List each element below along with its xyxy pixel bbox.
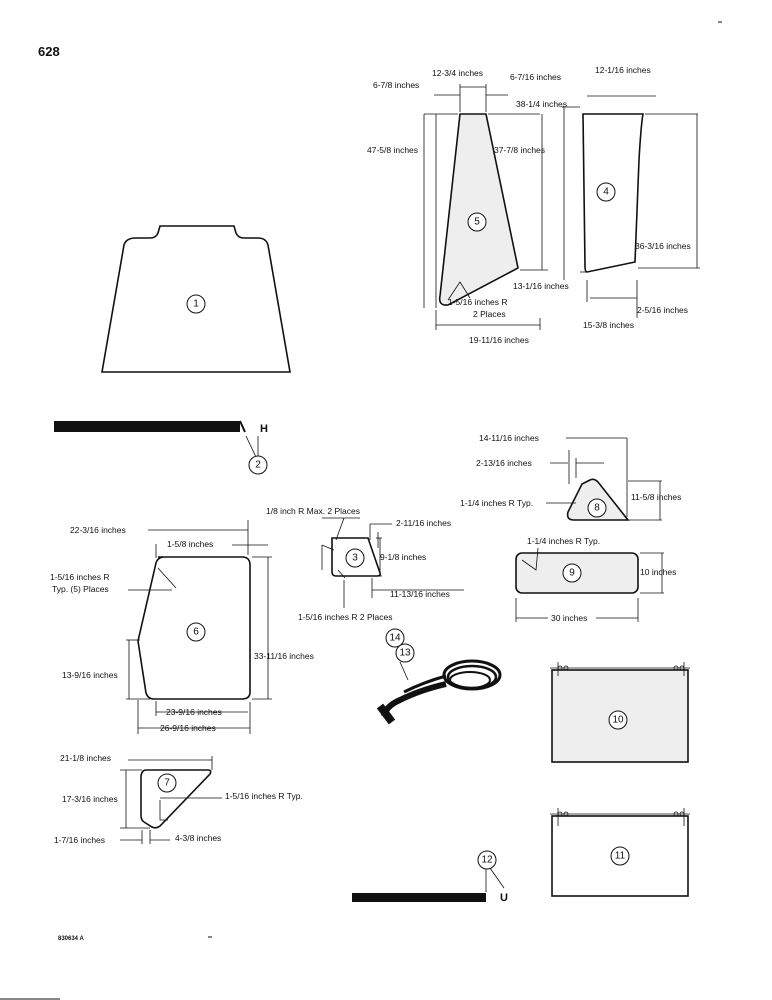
part-7-dim-bottom-offset: 1-7/16 inches	[54, 835, 105, 845]
part-9-number: 9	[569, 568, 575, 579]
part-6-dim-width: 22-3/16 inches	[70, 525, 126, 535]
part-2-number: 2	[255, 460, 261, 471]
part-2: H 2	[54, 420, 268, 475]
part-4-number: 4	[603, 187, 609, 198]
part-3-number: 3	[352, 553, 358, 564]
part-8-dim-height: 11-5/8 inches	[631, 492, 681, 502]
drawing-reference-code: 830634 A	[58, 936, 84, 942]
part-9-dim-radius: 1-1/4 inches R Typ.	[527, 536, 600, 546]
part-5-outline	[438, 113, 519, 306]
part-2-callout	[248, 455, 268, 475]
part-12-strip	[352, 893, 486, 902]
part-7-dim-radius: 1-5/16 inches R Typ.	[225, 791, 303, 801]
part-7-dim-width: 21-1/8 inches	[60, 753, 111, 763]
part-9: 9 1-1/4 inches R Typ. 10 inches 30 inche…	[515, 536, 676, 623]
part-12: 12 U	[352, 850, 508, 904]
part-13-number: 13	[399, 648, 411, 659]
part-5-dim-height: 47-5/8 inches	[367, 145, 418, 155]
part-3-dim-radius-max: 1/8 inch R Max. 2 Places	[266, 506, 360, 516]
part-7-dim-bottom-width: 4-3/8 inches	[175, 833, 221, 843]
part-5: 5 12-3/4 inches 6-7/8 inches 6-7/16 inch…	[367, 68, 569, 345]
part-7: 7 21-1/8 inches 17-3/16 inches 1-5/16 in…	[54, 753, 303, 845]
part-4-dim-length: 38-1/4 inches	[516, 99, 567, 109]
part-6-dim-radius-places: Typ. (5) Places	[52, 584, 109, 594]
part-6: 6 22-3/16 inches 1-5/8 inches 1-5/16 inc…	[50, 520, 314, 734]
part-7-dim-height: 17-3/16 inches	[62, 794, 118, 804]
part-3-dim-radius: 1-5/16 inches R 2 Places	[298, 612, 393, 622]
part-4: 4 12-1/16 inches 38-1/4 inches 36-3/16 i…	[516, 65, 700, 330]
part-1: 1	[101, 225, 291, 373]
part-4-dim-height: 36-3/16 inches	[635, 241, 691, 251]
part-4-dim-top-width: 12-1/16 inches	[595, 65, 651, 75]
part-11-number: 11	[615, 851, 626, 862]
part-5-dim-bottom-width: 19-11/16 inches	[469, 335, 529, 345]
part-5-dim-top-width: 12-3/4 inches	[432, 68, 483, 78]
part-6-dim-offset: 1-5/8 inches	[167, 539, 213, 549]
part-8-dim-width: 14-11/16 inches	[479, 433, 539, 443]
part-1-callout	[186, 294, 206, 314]
part-10: 10	[550, 662, 690, 763]
part-6-dim-height: 33-11/16 inches	[254, 651, 314, 661]
part-7-number: 7	[164, 778, 170, 789]
part-3-dim-width: 11-13/16 inches	[390, 589, 450, 599]
part-9-dim-width: 30 inches	[551, 613, 587, 623]
seal-coil	[376, 659, 502, 725]
part-12-profile-letter: U	[500, 892, 508, 904]
part-3-dim-height: 9-1/8 inches	[380, 552, 426, 562]
part-6-number: 6	[193, 627, 199, 638]
part-8-dim-radius: 1-1/4 inches R Typ.	[460, 498, 533, 508]
part-5-dim-right-offset: 6-7/16 inches	[510, 72, 561, 82]
part-6-dim-lower-height: 13-9/16 inches	[62, 670, 118, 680]
part-10-number: 10	[612, 715, 624, 726]
part-5-dim-right-height: 37-7/8 inches	[494, 145, 545, 155]
part-4-dim-bottom-width: 15-3/8 inches	[583, 320, 634, 330]
part-13-14: 14 13	[376, 628, 502, 725]
part-12-number: 12	[481, 855, 493, 866]
part-8-dim-offset: 2-13/16 inches	[476, 458, 532, 468]
part-5-dim-bottom-offset: 13-1/16 inches	[513, 281, 569, 291]
part-6-dim-overall-width: 26-9/16 inches	[160, 723, 216, 733]
part-2-strip	[54, 421, 240, 432]
part-5-dim-radius-places: 2 Places	[473, 309, 506, 319]
part-4-dim-bottom-offset: 2-5/16 inches	[637, 305, 688, 315]
part-3-dim-offset: 2-11/16 inches	[396, 518, 451, 528]
part-2-profile-letter: H	[260, 423, 268, 435]
part-3: 3 1/8 inch R Max. 2 Places 2-11/16 inche…	[266, 506, 464, 622]
part-8: 8 14-11/16 inches 2-13/16 inches 1-1/4 i…	[460, 433, 681, 521]
part-5-number: 5	[474, 217, 480, 228]
part-6-dim-radius: 1-5/16 inches R	[50, 572, 110, 582]
part-1-number: 1	[193, 299, 199, 310]
part-5-dim-radius: 1-5/16 inches R	[448, 297, 508, 307]
part-11: 11	[550, 808, 690, 897]
page-number: 628	[38, 44, 60, 59]
part-6-dim-bottom-width: 23-9/16 inches	[166, 707, 222, 717]
part-9-dim-height: 10 inches	[640, 567, 676, 577]
part-7-outline	[140, 769, 212, 829]
part-8-number: 8	[594, 503, 600, 514]
part-14-number: 14	[389, 633, 401, 644]
part-5-dim-left-offset: 6-7/8 inches	[373, 80, 419, 90]
